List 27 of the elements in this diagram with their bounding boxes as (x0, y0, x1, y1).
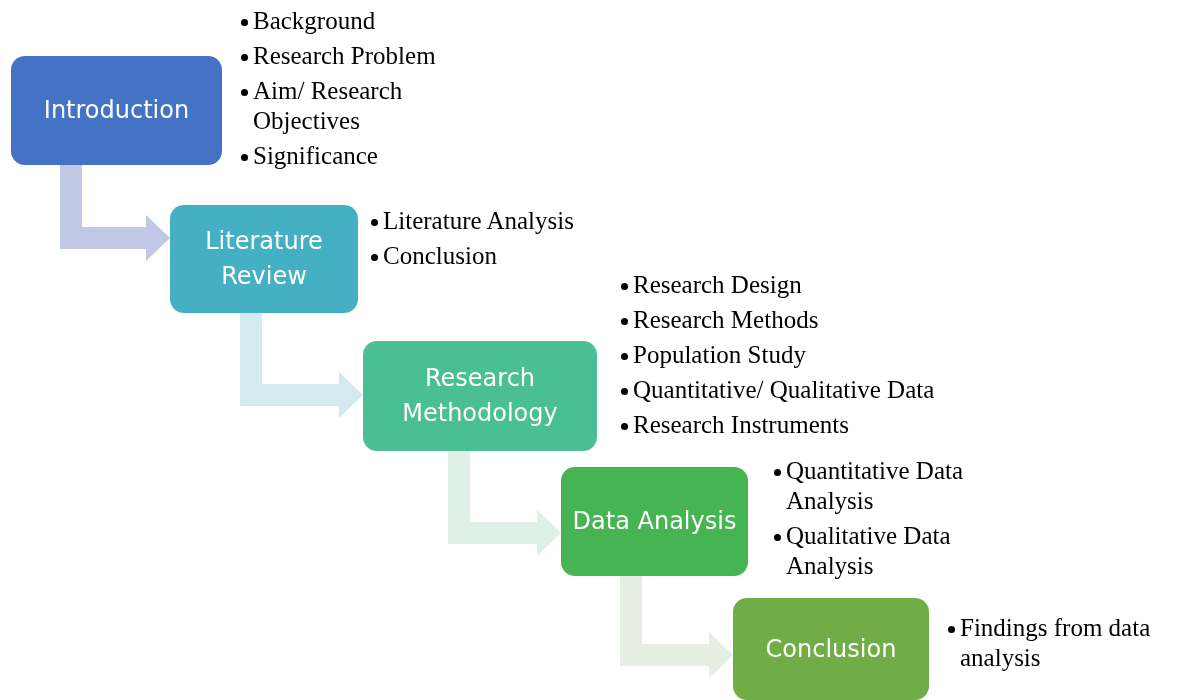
list-item: Conclusion (383, 242, 497, 269)
list-item: Literature Analysis (383, 207, 574, 234)
list-item: Quantitative/ Qualitative Data (633, 376, 935, 403)
list-item: Research Problem (253, 42, 436, 69)
list-item: Population Study (633, 341, 806, 368)
list-item: Significance (253, 142, 378, 169)
list-item: Research Design (633, 271, 802, 298)
list-item: Aim/ Research Objectives (253, 77, 403, 134)
process-box (170, 205, 358, 313)
box-label: Conclusion (765, 633, 897, 665)
box-label: Research Methodology (401, 363, 559, 429)
list-item: Quantitative Data Analysis (786, 457, 963, 514)
bent-arrow (620, 576, 733, 678)
list-item: Research Instruments (633, 411, 849, 438)
bent-arrow (240, 313, 363, 418)
box-label: Data Analysis (572, 506, 737, 537)
list-item: Findings from data analysis (960, 614, 1151, 671)
process-box (561, 467, 748, 576)
process-box (363, 341, 597, 451)
box-label: Introduction (43, 95, 190, 126)
list-item: Research Methods (633, 306, 819, 333)
list-item: Qualitative Data Analysis (786, 522, 951, 579)
bent-arrow (448, 451, 561, 556)
box-label: Literature Review (204, 226, 324, 292)
process-box (11, 56, 222, 165)
process-box (733, 598, 929, 700)
list-item: Background (253, 7, 376, 34)
